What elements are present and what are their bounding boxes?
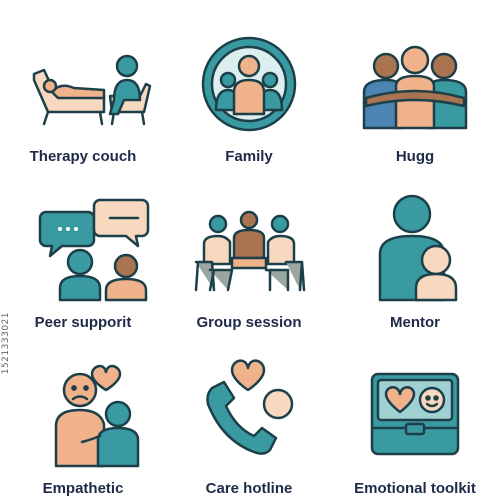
icon-label-care-hotline: Care hotline	[205, 480, 293, 497]
family-icon	[201, 36, 297, 132]
care-hotline-icon	[206, 359, 294, 455]
icon-label-therapy-couch: Therapy couch	[29, 148, 137, 165]
icon-cell-family: Family	[166, 0, 332, 166]
icon-label-hug: Hugg	[395, 148, 435, 165]
mentor-icon	[378, 194, 458, 302]
side-id-text: 1521333021	[1, 312, 11, 375]
icon-cell-therapy-couch: Therapy couch	[0, 0, 166, 166]
icon-cell-empathetic: Empathetic	[0, 332, 166, 498]
icon-cell-hug: Hugg	[332, 0, 498, 166]
icon-cell-emotional-toolkit: Emotional toolkit	[332, 332, 498, 498]
icon-label-empathetic: Empathetic	[42, 480, 124, 497]
icon-cell-group-session: Group session	[166, 166, 332, 332]
icon-label-family: Family	[225, 148, 273, 165]
group-session-icon	[194, 210, 306, 292]
icon-cell-peer-support: Peer supporit	[0, 166, 166, 332]
icon-label-peer-support: Peer supporit	[34, 314, 132, 331]
hug-icon	[362, 45, 468, 130]
emotional-toolkit-icon	[370, 372, 460, 456]
icon-label-mentor: Mentor	[390, 314, 440, 331]
icon-cell-care-hotline: Care hotline	[166, 332, 332, 498]
icon-cell-mentor: Mentor	[332, 166, 498, 332]
icon-label-group-session: Group session	[196, 314, 302, 331]
therapy-couch-icon	[32, 54, 152, 126]
peer-support-icon	[38, 198, 150, 302]
empathetic-icon	[54, 364, 140, 468]
icon-label-emotional-toolkit: Emotional toolkit	[354, 480, 476, 497]
